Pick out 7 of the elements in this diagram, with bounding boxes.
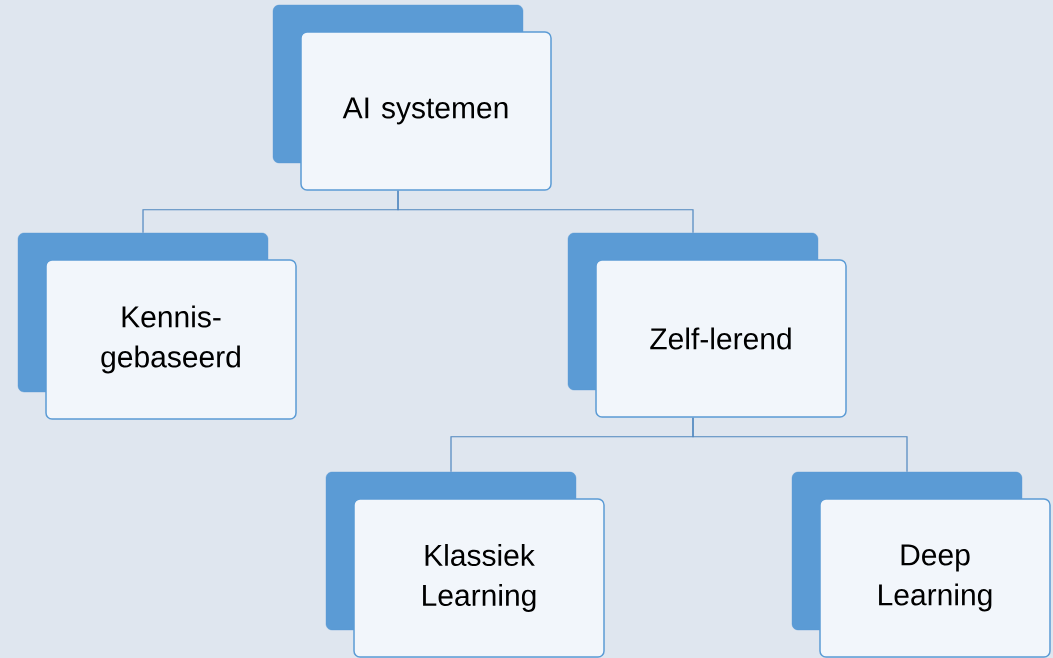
connector [397,190,694,234]
org-chart-box: Kennis- gebaseerd [17,232,297,420]
org-chart-box: Klassiek Learning [325,471,605,658]
org-chart-box: Zelf-lerend [567,232,847,418]
org-chart-box: Deep Learning [791,471,1051,658]
org-chart-box: AI systemen [272,4,552,191]
connector [692,417,908,473]
